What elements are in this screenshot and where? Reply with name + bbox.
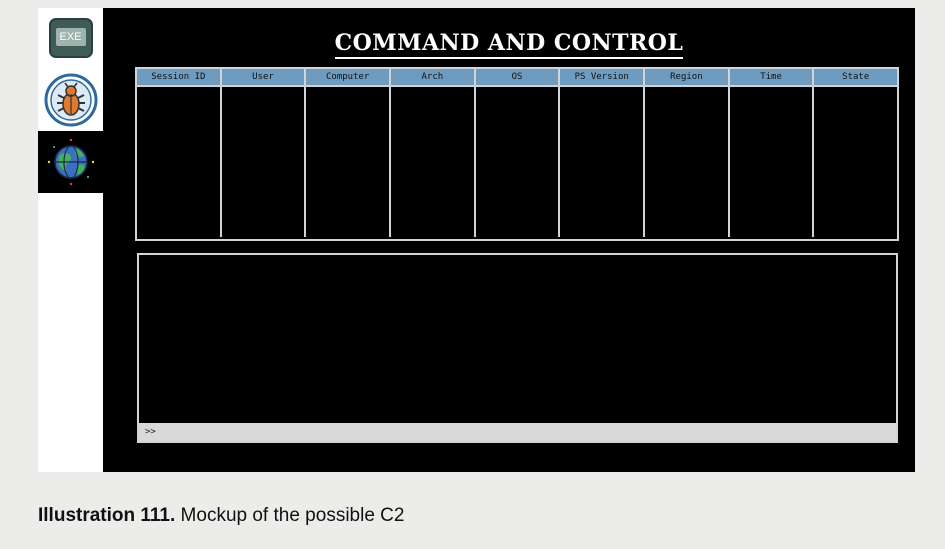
table-column <box>730 87 815 237</box>
main-panel: COMMAND AND CONTROL Session ID User Comp… <box>103 8 915 472</box>
sidebar: EXE <box>38 8 103 472</box>
sidebar-item-globe[interactable] <box>38 131 103 193</box>
column-header-state[interactable]: State <box>842 72 870 82</box>
bug-icon <box>44 73 97 127</box>
console-panel: >> <box>137 253 898 443</box>
sidebar-item-bug[interactable] <box>38 69 103 131</box>
column-header-region[interactable]: Region <box>645 69 730 85</box>
column-header-ps-version[interactable]: PS Version <box>560 69 646 85</box>
column-header-session-id[interactable]: Session ID <box>137 69 222 85</box>
table-column <box>560 87 646 237</box>
figure-caption: Illustration 111. Mockup of the possible… <box>38 505 404 527</box>
table-column <box>814 87 897 237</box>
console-output <box>139 255 896 423</box>
page-title: COMMAND AND CONTROL <box>103 30 915 59</box>
exe-icon-label: EXE <box>55 28 86 46</box>
table-column <box>306 87 392 237</box>
globe-icon <box>47 138 94 186</box>
table-column <box>391 87 476 237</box>
sessions-table: Session ID User Computer Arch OS PS Vers… <box>135 67 899 241</box>
column-header-user[interactable]: User <box>222 69 307 85</box>
c2-mockup-window: EXE <box>38 8 915 472</box>
table-column <box>645 87 730 237</box>
console-input[interactable]: >> <box>139 423 896 441</box>
caption-text: Mockup of the possible C2 <box>175 505 405 526</box>
table-column <box>137 87 222 237</box>
exe-icon: EXE <box>48 18 93 58</box>
caption-label: Illustration 111. <box>38 505 176 526</box>
column-header-computer[interactable]: Computer <box>306 69 392 85</box>
column-header-arch[interactable]: Arch <box>391 69 476 85</box>
table-body[interactable] <box>137 87 897 237</box>
sidebar-item-exe[interactable]: EXE <box>38 8 103 68</box>
column-header-time[interactable]: Time <box>730 69 815 85</box>
table-column <box>222 87 307 237</box>
table-column <box>476 87 561 237</box>
table-header: Session ID User Computer Arch OS PS Vers… <box>137 69 897 87</box>
column-header-os[interactable]: OS <box>476 69 561 85</box>
